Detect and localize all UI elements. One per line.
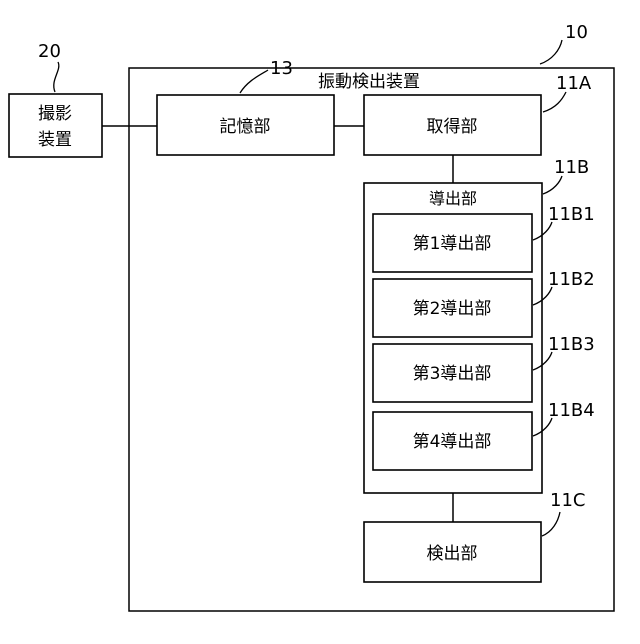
detection-label: 検出部 [427,544,478,564]
ref-11A: 11A [556,73,592,94]
ref-13: 13 [270,58,293,79]
storage-label: 記憶部 [220,117,271,137]
acquisition-label: 取得部 [427,117,478,137]
leader-13 [240,70,268,93]
leader-20 [54,62,59,92]
ref-11B: 11B [554,157,589,178]
ref-20: 20 [38,41,61,62]
leader-11C [542,512,560,536]
ref-11C: 11C [550,490,585,511]
derive1-label: 第1導出部 [413,234,492,254]
derivation-label: 導出部 [429,189,477,208]
derive4-label: 第4導出部 [413,432,492,452]
derive3-label: 第3導出部 [413,364,492,384]
ref-11B1: 11B1 [548,204,595,225]
device-label: 振動検出装置 [318,72,420,92]
leader-11A [543,92,566,112]
ref-11B2: 11B2 [548,269,595,290]
leader-10 [540,40,562,64]
ref-11B4: 11B4 [548,400,595,421]
camera-label-line2: 装置 [38,130,72,150]
camera-label-line1: 撮影 [38,104,72,124]
ref-10: 10 [565,22,588,43]
leader-11B [543,176,562,194]
derive2-label: 第2導出部 [413,299,492,319]
ref-11B3: 11B3 [548,334,595,355]
